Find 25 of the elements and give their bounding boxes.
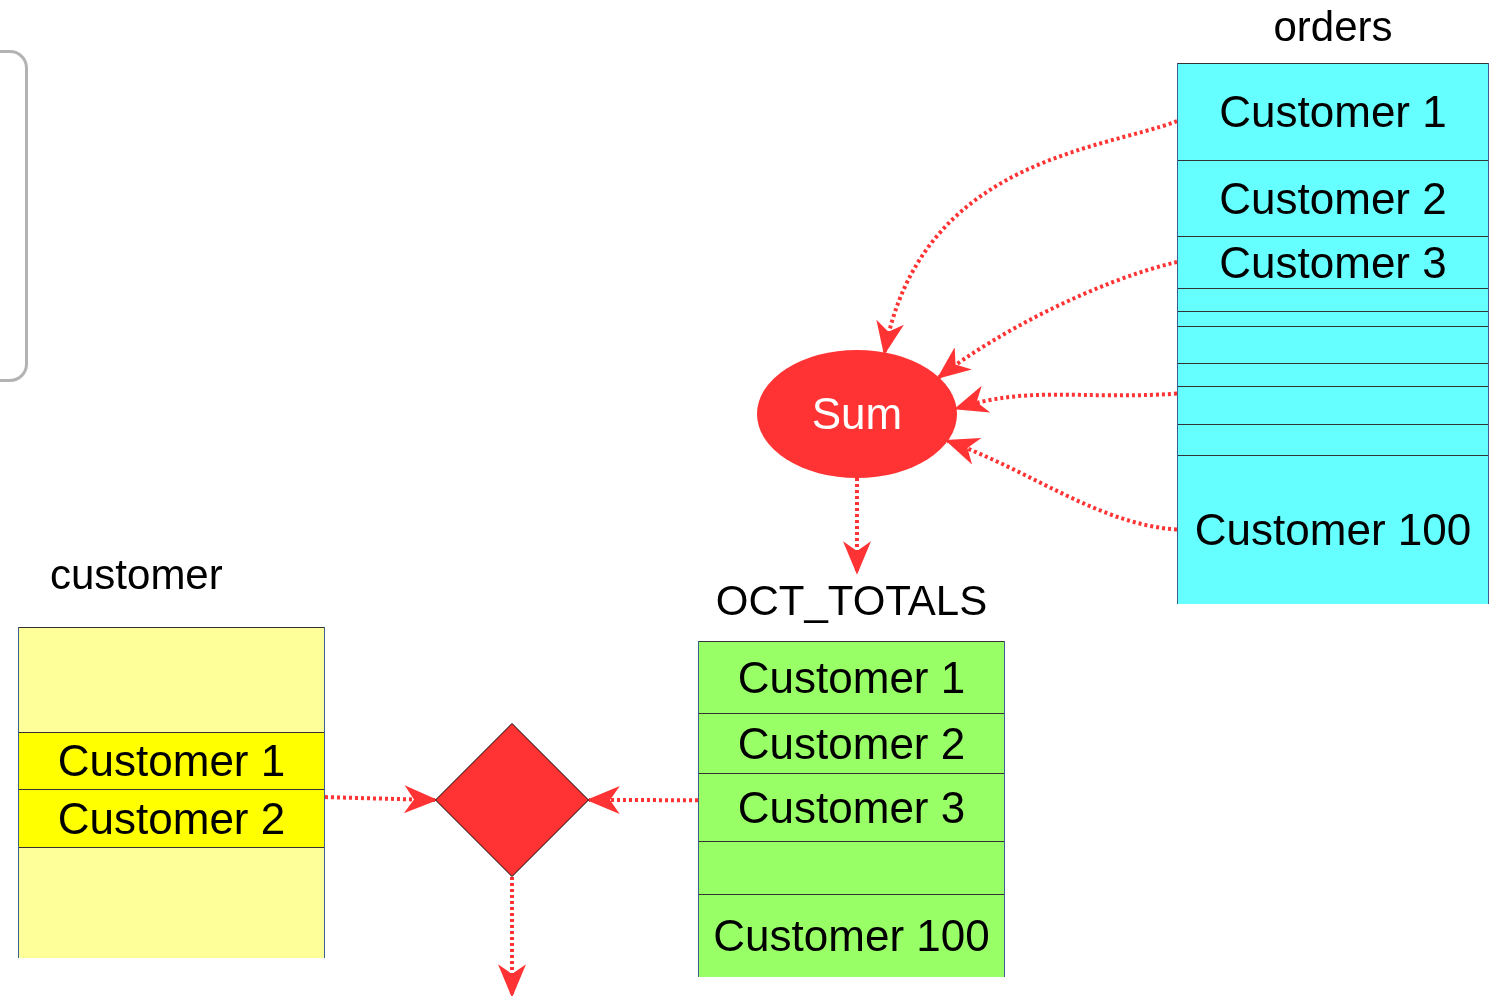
table-row <box>19 789 324 847</box>
row-label: Customer 2 <box>1219 176 1447 221</box>
row-label: Customer 3 <box>737 785 966 830</box>
row-label: Customer 100 <box>713 914 990 958</box>
table-row <box>699 894 1004 977</box>
table-title: orders <box>1272 2 1394 52</box>
table-row <box>19 732 324 789</box>
row-label: Customer 2 <box>737 721 966 766</box>
row-label: Customer 1 <box>737 655 966 700</box>
table-row <box>1178 455 1488 604</box>
row-label: Customer 2 <box>57 796 286 841</box>
dotted-arrow <box>498 877 526 996</box>
row-label: Customer 1 <box>1219 90 1447 134</box>
table-title: OCT_TOTALS <box>714 576 989 626</box>
table-row <box>19 847 324 958</box>
dotted-arrow <box>586 786 698 815</box>
process-label: Sum <box>811 392 903 436</box>
row-label: Customer 1 <box>57 739 286 783</box>
row-label: Customer 100 <box>1194 508 1472 552</box>
dotted-arrow <box>324 785 438 814</box>
dotted-arrow <box>843 478 871 575</box>
row-label: Customer 3 <box>1219 240 1447 285</box>
dotted-arrow <box>945 438 1178 532</box>
dotted-arrow <box>936 260 1178 379</box>
table-title: customer <box>49 550 224 600</box>
